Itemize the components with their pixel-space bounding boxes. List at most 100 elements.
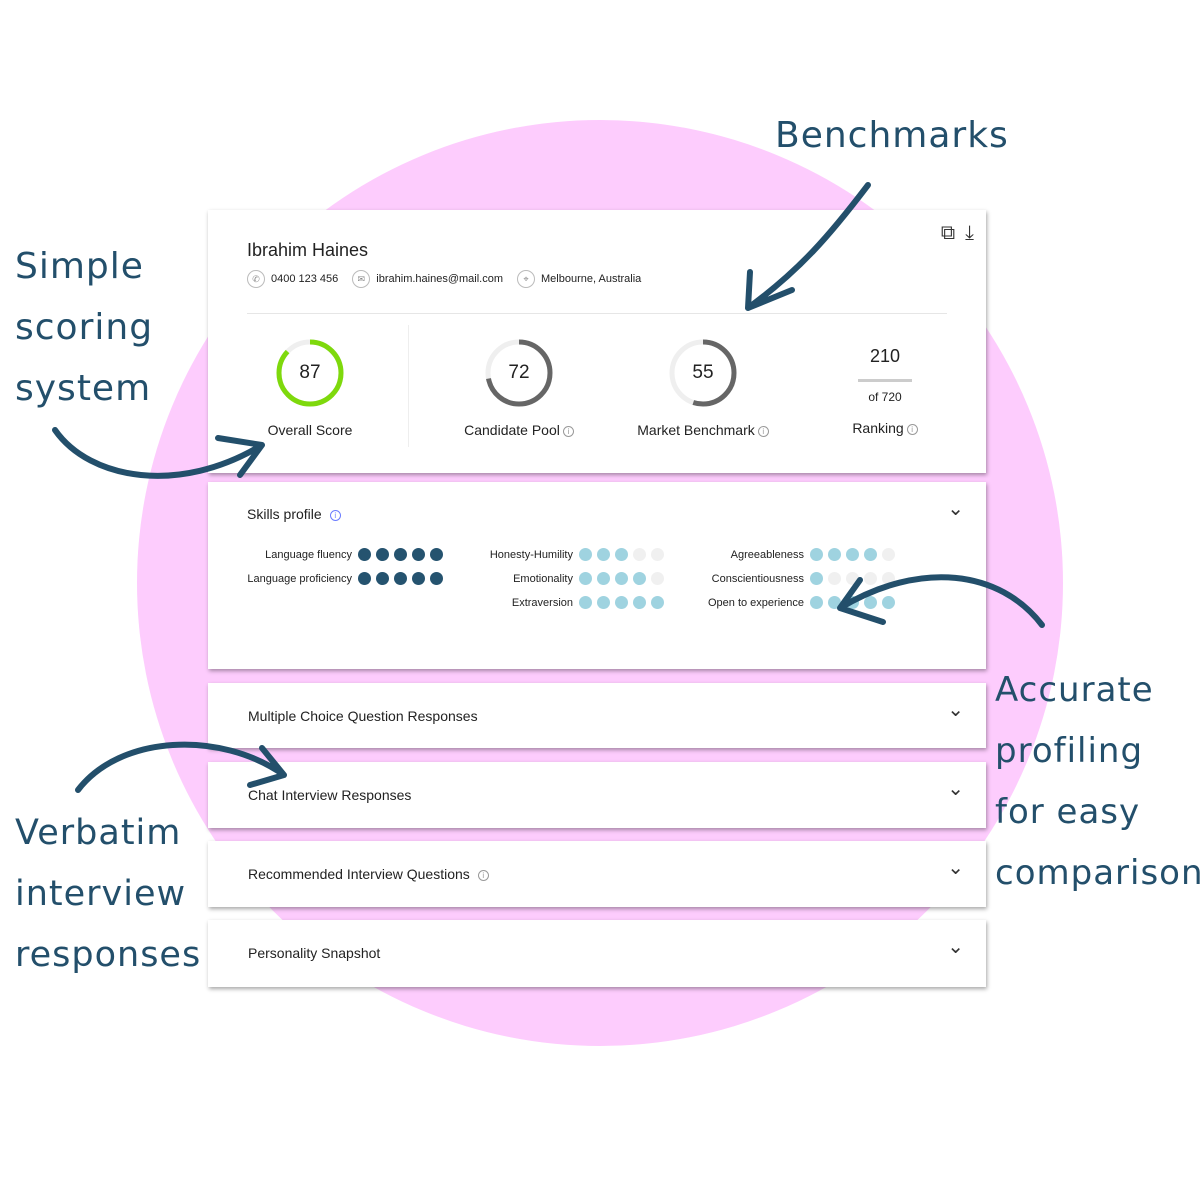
skill-dot — [651, 572, 664, 585]
overall-score-value: 87 — [299, 362, 321, 383]
score-ring — [276, 339, 344, 407]
skill-dot — [651, 548, 664, 561]
accordion-chat-interview[interactable]: Chat Interview Responses⌄ — [208, 762, 986, 828]
ranking-divider — [858, 379, 912, 382]
overall-score-label: Overall Score — [267, 422, 353, 438]
skill-dot — [810, 596, 823, 609]
chevron-down-icon[interactable]: ⌄ — [947, 857, 964, 879]
section-title: Recommended Interview Questions — [248, 866, 470, 882]
skill-dot — [430, 548, 443, 561]
skill-dot — [358, 572, 371, 585]
download-icon[interactable]: ⤓ — [965, 222, 974, 244]
skill-rating — [358, 572, 443, 585]
email[interactable]: ibrahim.haines@mail.com — [376, 273, 504, 285]
skill-label: Agreeableness — [730, 548, 804, 561]
accordion-multiple-choice[interactable]: Multiple Choice Question Responses⌄ — [208, 683, 986, 748]
phone-icon: ✆ — [247, 270, 265, 288]
skill-dot — [615, 548, 628, 561]
info-icon[interactable]: i — [757, 426, 769, 437]
skill-row: Language fluency — [208, 548, 443, 561]
skill-dot — [615, 596, 628, 609]
skill-label: Honesty-Humility — [489, 548, 573, 561]
annotation-benchmarks: Benchmarks — [775, 115, 1009, 156]
skill-dot — [597, 596, 610, 609]
ranking-label: Ranking — [852, 420, 904, 436]
skill-label: Open to experience — [707, 596, 804, 609]
chevron-down-icon[interactable]: ⌄ — [947, 699, 964, 721]
skill-dot — [376, 572, 389, 585]
skills-profile-title: Skills profile — [247, 506, 322, 522]
skill-dot — [430, 572, 443, 585]
skill-row: Emotionality — [208, 572, 664, 585]
market-benchmark-label: Market Benchmark — [637, 422, 755, 438]
annotation-line: for easy — [995, 792, 1141, 832]
accordion-personality-snapshot[interactable]: Personality Snapshot⌄ — [208, 920, 986, 987]
score-ring — [485, 339, 553, 407]
skill-dot — [633, 572, 646, 585]
skill-dot — [394, 572, 407, 585]
info-icon[interactable]: i — [329, 510, 341, 521]
skill-label: Conscientiousness — [711, 572, 804, 585]
skill-dot — [412, 572, 425, 585]
skill-dot — [579, 596, 592, 609]
skill-dot — [882, 572, 895, 585]
info-icon[interactable]: i — [562, 426, 574, 437]
skill-dot — [597, 572, 610, 585]
annotation-line: scoring — [15, 307, 154, 348]
skill-dot — [597, 548, 610, 561]
skill-dot — [846, 548, 859, 561]
candidate-pool-label: Candidate Pool — [464, 422, 560, 438]
divider — [408, 325, 409, 447]
skill-label: Extraversion — [511, 596, 573, 609]
skill-dot — [810, 548, 823, 561]
annotation-line: Accurate — [995, 670, 1154, 710]
annotation-line: interview — [15, 874, 187, 914]
phone: 0400 123 456 — [271, 273, 339, 285]
ring-progress — [485, 339, 553, 407]
accordion-recommended-questions[interactable]: Recommended Interview Questions i ⌄ — [208, 841, 986, 907]
skill-dot — [394, 548, 407, 561]
info-icon[interactable]: i — [906, 424, 918, 435]
skill-dot — [828, 572, 841, 585]
skill-row: Agreeableness — [208, 548, 895, 561]
annotation-line: comparison — [995, 853, 1200, 893]
skill-label: Language proficiency — [247, 572, 352, 585]
skill-row: Open to experience — [208, 596, 895, 609]
skill-dot — [358, 548, 371, 561]
chevron-down-icon[interactable]: ⌄ — [947, 498, 964, 520]
annotation-line: Simple — [15, 246, 144, 287]
ranking-total: of 720 — [868, 390, 902, 404]
skill-dot — [810, 572, 823, 585]
skill-dot — [651, 596, 664, 609]
overall-score: 87 Overall Score — [220, 338, 400, 438]
skill-rating — [810, 596, 895, 609]
chevron-down-icon[interactable]: ⌄ — [947, 936, 964, 958]
skill-dot — [846, 596, 859, 609]
skill-rating — [810, 548, 895, 561]
skills-profile-header[interactable]: Skills profile i — [247, 506, 341, 522]
open-external-icon[interactable]: ⧉ — [940, 222, 956, 244]
skill-rating — [810, 572, 895, 585]
skill-label: Emotionality — [513, 572, 573, 585]
skill-row: Honesty-Humility — [208, 548, 664, 561]
ranking-value: 210 — [869, 346, 901, 366]
chevron-down-icon[interactable]: ⌄ — [947, 778, 964, 800]
skill-dot — [828, 596, 841, 609]
skill-row: Extraversion — [208, 596, 664, 609]
skill-rating — [579, 572, 664, 585]
divider — [247, 313, 947, 314]
market-benchmark-value: 55 — [692, 362, 714, 383]
skill-dot — [633, 548, 646, 561]
skill-dot — [615, 572, 628, 585]
score-ring — [669, 339, 737, 407]
candidate-summary-card: ⧉⤓ Ibrahim Haines ✆0400 123 456 ✉ibrahim… — [208, 210, 986, 473]
candidate-name: Ibrahim Haines — [247, 240, 369, 260]
info-icon[interactable]: i — [477, 870, 489, 881]
skill-dot — [579, 572, 592, 585]
